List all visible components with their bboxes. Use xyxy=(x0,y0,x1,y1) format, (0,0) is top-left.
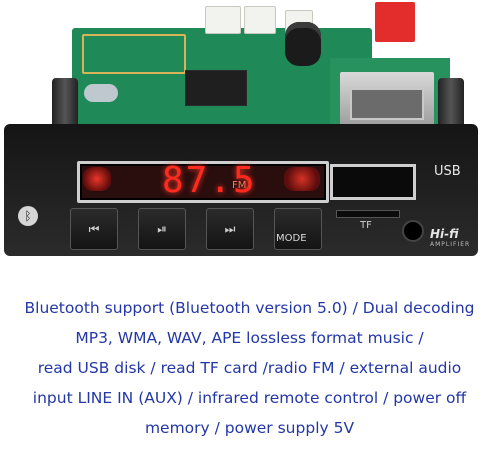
mode-button xyxy=(274,208,322,250)
play-pause-button: ⏯ xyxy=(138,208,186,250)
usb-label: USB xyxy=(434,164,461,179)
display-glow-right xyxy=(284,167,320,191)
skip-back-icon: ⏮ xyxy=(88,222,100,236)
capacitor xyxy=(285,22,321,66)
description-line-2: MP3, WMA, WAV, APE lossless format music… xyxy=(75,329,424,347)
product-photo: 87.5 FM USB ᛒ ⏮ ⏯ ⏭ MODE TF Hi-fi AMPLIF… xyxy=(4,2,478,256)
previous-button: ⏮ xyxy=(70,208,118,250)
description-line-1: Bluetooth support (Bluetooth version 5.0… xyxy=(24,299,475,317)
white-connector-1 xyxy=(205,6,241,34)
tf-card-slot xyxy=(336,210,400,218)
amplifier-label: AMPLIFIER xyxy=(430,241,471,248)
white-connector-2 xyxy=(244,6,276,34)
skip-forward-icon: ⏭ xyxy=(224,222,236,236)
product-description: Bluetooth support (Bluetooth version 5.0… xyxy=(0,293,499,443)
led-display: 87.5 FM xyxy=(77,160,329,203)
usb-port-opening xyxy=(350,88,424,120)
red-connector xyxy=(375,2,415,42)
hifi-logo: Hi-fi xyxy=(430,227,459,241)
bluetooth-icon: ᛒ xyxy=(18,206,38,226)
ic-chip xyxy=(185,70,247,106)
next-button: ⏭ xyxy=(206,208,254,250)
frequency-readout: 87.5 xyxy=(162,160,257,201)
aux-jack xyxy=(402,220,424,242)
play-pause-icon: ⏯ xyxy=(157,222,167,236)
description-line-3: read USB disk / read TF card /radio FM /… xyxy=(37,359,462,377)
fm-indicator: FM xyxy=(232,180,247,191)
usb-slot xyxy=(330,164,416,200)
bluetooth-antenna-trace xyxy=(82,34,186,74)
tf-label: TF xyxy=(360,220,372,231)
description-line-5: memory / power supply 5V xyxy=(144,419,355,437)
description-line-4: input LINE IN (AUX) / infrared remote co… xyxy=(32,389,467,407)
display-glow-left xyxy=(83,167,111,191)
mode-label: MODE xyxy=(276,233,307,244)
crystal-oscillator xyxy=(84,84,118,102)
